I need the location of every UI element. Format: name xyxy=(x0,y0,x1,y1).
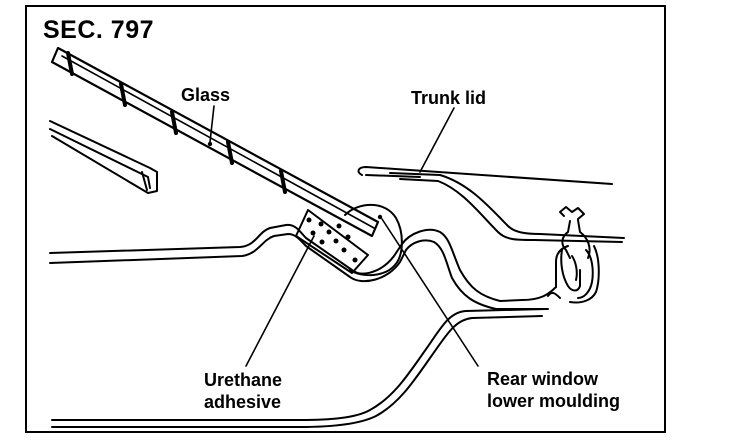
weatherstrip-seal xyxy=(547,206,600,304)
urethane-adhesive-bead xyxy=(295,209,369,274)
trunk-lid xyxy=(357,166,625,243)
lower-body-panel xyxy=(51,308,547,428)
trunk-lid-label: Trunk lid xyxy=(411,88,487,108)
moulding-leader xyxy=(381,218,479,367)
glass-label: Glass xyxy=(181,85,231,105)
urethane-leader xyxy=(245,235,315,367)
glass-leader xyxy=(209,105,215,143)
moulding-label-line1: Rear window xyxy=(487,369,599,389)
glass-panel xyxy=(50,46,380,238)
urethane-label-line2: adhesive xyxy=(204,392,282,412)
rear-window-lower-moulding xyxy=(344,203,403,277)
body-upper-panel xyxy=(49,223,557,310)
urethane-label-line1: Urethane xyxy=(204,370,283,390)
section-label: SEC. 797 xyxy=(43,16,155,44)
trunk-lid-leader xyxy=(419,107,455,173)
rear-window-lower-moulding-label: Rear window lower moulding xyxy=(487,368,620,412)
moulding-label-line2: lower moulding xyxy=(487,391,620,411)
interior-trim-panel xyxy=(49,120,158,194)
urethane-adhesive-label: Urethane adhesive xyxy=(204,369,282,413)
leader-lines xyxy=(207,105,479,367)
